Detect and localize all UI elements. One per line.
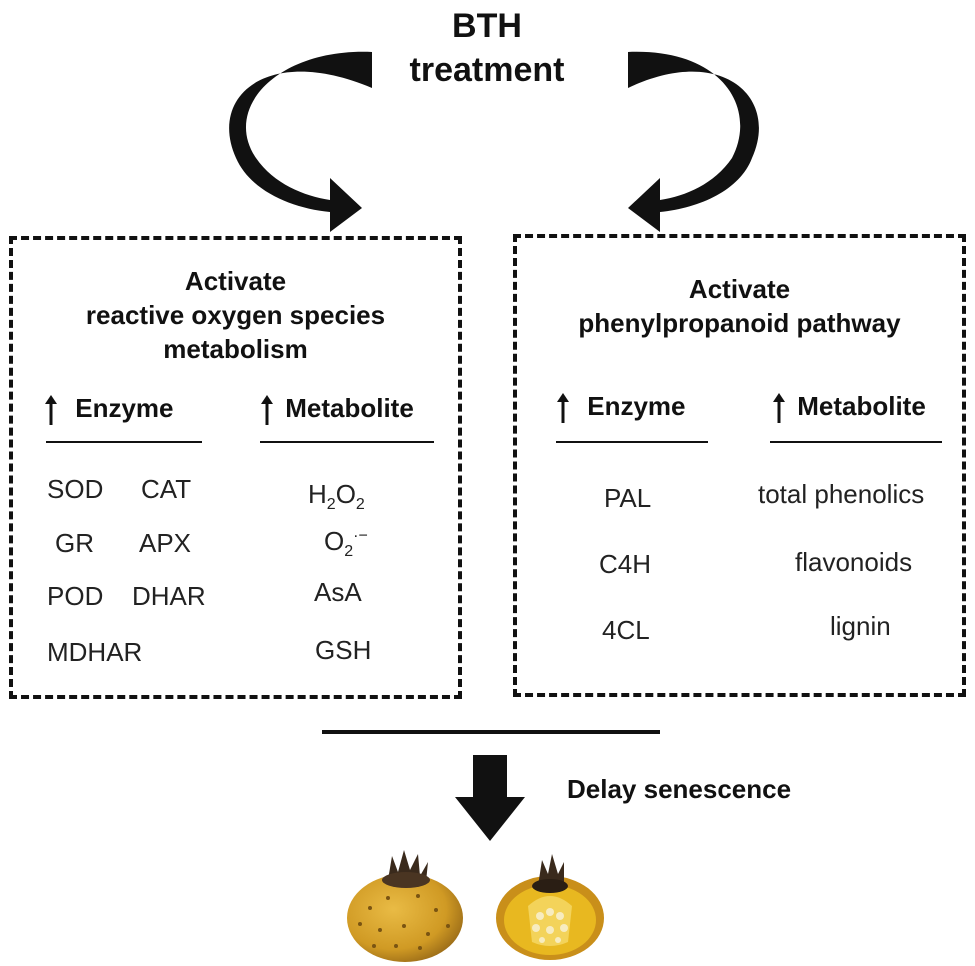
ros-heading-line-1: Activate [184, 266, 287, 296]
diagram-title: BTH treatment [387, 4, 587, 92]
pp-enzyme-rule [556, 441, 708, 443]
metabolite-item: total phenolics [758, 479, 925, 509]
curved-arrow-left-icon [229, 51, 372, 232]
curved-arrow-right-icon [628, 51, 759, 232]
ros-metabolite-rule [260, 441, 434, 443]
ros-enzyme-rule [46, 441, 202, 443]
phenylpropanoid-box-heading: Activate phenylpropanoid pathway [513, 272, 966, 340]
ros-enzyme-label: Enzyme [75, 393, 174, 423]
ros-box-heading: Activate reactive oxygen species metabol… [9, 264, 462, 366]
pp-heading-line-2: phenylpropanoid pathway [578, 308, 901, 338]
phenylpropanoid-box [513, 234, 966, 697]
metabolite-item: AsA [314, 577, 362, 607]
enzyme-item: C4H [599, 549, 652, 579]
title-line-1: BTH [452, 7, 522, 45]
cut-fruit-image [496, 854, 604, 960]
enzyme-item: SOD [47, 474, 104, 504]
enzyme-item: APX [139, 528, 192, 558]
ros-heading-line-3: metabolism [163, 334, 308, 364]
curved-arrows [229, 51, 759, 232]
outcome-label: Delay senescence [567, 774, 792, 804]
metabolite-h2o2: H2O2 [308, 479, 365, 514]
convergence-line [322, 730, 660, 734]
title-line-2: treatment [409, 51, 565, 89]
enzyme-item: GR [55, 528, 94, 558]
enzyme-item: CAT [141, 474, 192, 504]
pp-enzyme-label: Enzyme [587, 391, 686, 421]
metabolite-superoxide: O2·− [324, 526, 368, 561]
enzyme-item: POD [47, 581, 104, 611]
pp-enzyme-header: Enzyme [556, 390, 686, 424]
metabolite-item: GSH [315, 635, 372, 665]
up-arrow-icon [773, 393, 785, 424]
ros-enzyme-header: Enzyme [44, 392, 174, 426]
ros-metabolism-box [9, 236, 462, 699]
ros-metabolite-label: Metabolite [285, 393, 414, 423]
up-arrow-icon [261, 395, 273, 426]
metabolite-item: flavonoids [795, 547, 913, 577]
whole-fruit-image [347, 850, 463, 962]
enzyme-item: MDHAR [47, 637, 143, 667]
up-arrow-icon [45, 395, 57, 426]
enzyme-item: DHAR [132, 581, 206, 611]
pp-metabolite-label: Metabolite [797, 391, 926, 421]
pp-heading-line-1: Activate [688, 274, 791, 304]
ros-heading-line-2: reactive oxygen species [85, 300, 386, 330]
ros-metabolite-header: Metabolite [260, 392, 414, 426]
up-arrow-icon [557, 393, 569, 424]
pp-metabolite-header: Metabolite [772, 390, 926, 424]
down-arrow-icon [455, 755, 525, 841]
enzyme-item: 4CL [602, 615, 650, 645]
metabolite-item: lignin [830, 611, 891, 641]
enzyme-item: PAL [604, 483, 652, 513]
pp-metabolite-rule [770, 441, 942, 443]
